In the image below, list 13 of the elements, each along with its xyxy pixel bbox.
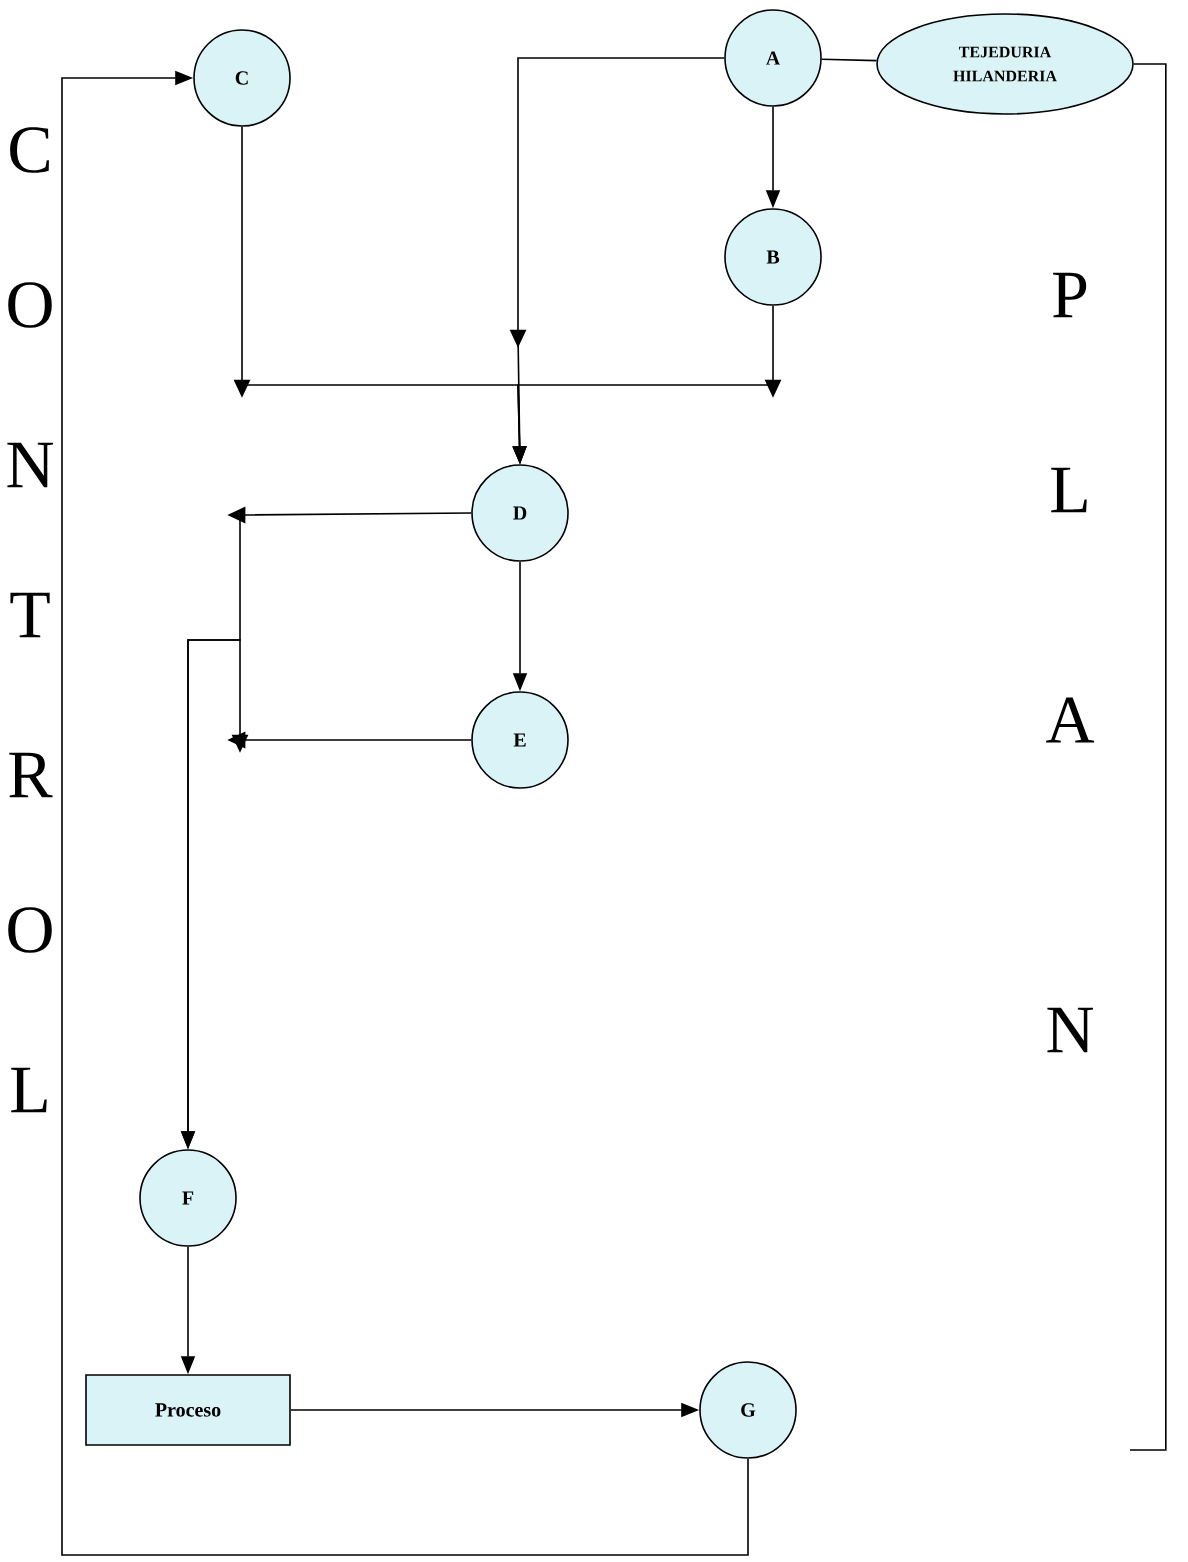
vertical-letter: T	[10, 592, 50, 638]
vertical-letter: N	[1047, 1007, 1093, 1053]
vertical-letter: O	[8, 907, 52, 953]
vertical-letter: C	[10, 127, 49, 173]
vertical-letter: N	[7, 442, 53, 488]
vertical-letter: L	[1051, 467, 1087, 513]
vertical-letter: R	[9, 752, 53, 798]
vertical-letter: O	[8, 282, 52, 328]
vertical-letter: A	[1046, 697, 1095, 743]
vertical-letter: P	[1053, 272, 1087, 318]
vertical-letter: L	[11, 1067, 47, 1113]
arrow	[61, 70, 749, 1556]
process-box: Proceso	[85, 1374, 291, 1446]
